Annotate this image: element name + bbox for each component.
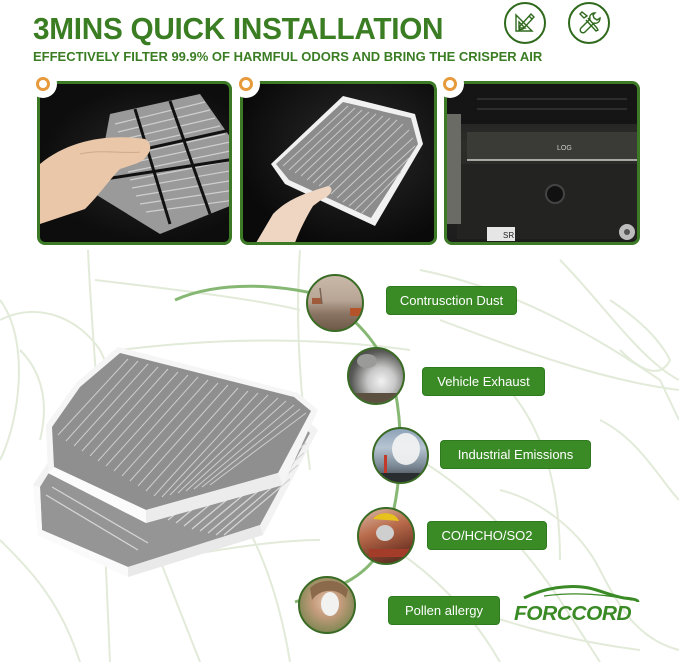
cabin-filter-product-image bbox=[33, 347, 318, 577]
pollutant-label-co-hcho-so2: CO/HCHO/SO2 bbox=[428, 522, 546, 549]
filter-housing-image: LOG SR bbox=[447, 84, 637, 241]
step-2-marker bbox=[236, 74, 256, 94]
old-filter-removal-image bbox=[40, 94, 229, 234]
brand-name: FORCCORD bbox=[514, 603, 632, 625]
vehicle-exhaust-photo bbox=[347, 347, 405, 405]
car-silhouette-icon bbox=[523, 584, 640, 603]
step-1-marker bbox=[33, 74, 53, 94]
pollutant-label-pollen-allergy: Pollen allergy bbox=[389, 597, 499, 624]
brand-logo: FORCCORD bbox=[514, 584, 644, 626]
construction-dust-photo bbox=[306, 274, 364, 332]
step-2-photo bbox=[240, 81, 437, 245]
industrial-emissions-photo bbox=[372, 427, 429, 484]
chemical-gas-photo bbox=[357, 507, 415, 565]
pollutant-label-industrial-emissions: Industrial Emissions bbox=[441, 441, 590, 468]
svg-text:SR: SR bbox=[503, 231, 514, 240]
step-1-photo bbox=[37, 81, 232, 245]
svg-text:LOG: LOG bbox=[557, 145, 572, 152]
pollen-allergy-photo bbox=[298, 576, 356, 634]
wrench-screwdriver-icon bbox=[568, 2, 610, 44]
step-3-photo: LOG SR bbox=[444, 81, 640, 245]
page-subtitle: EFFECTIVELY FILTER 99.9% OF HARMFUL ODOR… bbox=[33, 49, 543, 64]
pollutant-label-construction-dust: Contrusction Dust bbox=[387, 287, 516, 314]
new-filter-in-hand-image bbox=[256, 96, 423, 242]
page-title: 3MINS QUICK INSTALLATION bbox=[33, 11, 444, 46]
pollutant-label-vehicle-exhaust: Vehicle Exhaust bbox=[423, 368, 544, 395]
ruler-pencil-icon bbox=[504, 2, 546, 44]
step-3-marker bbox=[440, 74, 460, 94]
